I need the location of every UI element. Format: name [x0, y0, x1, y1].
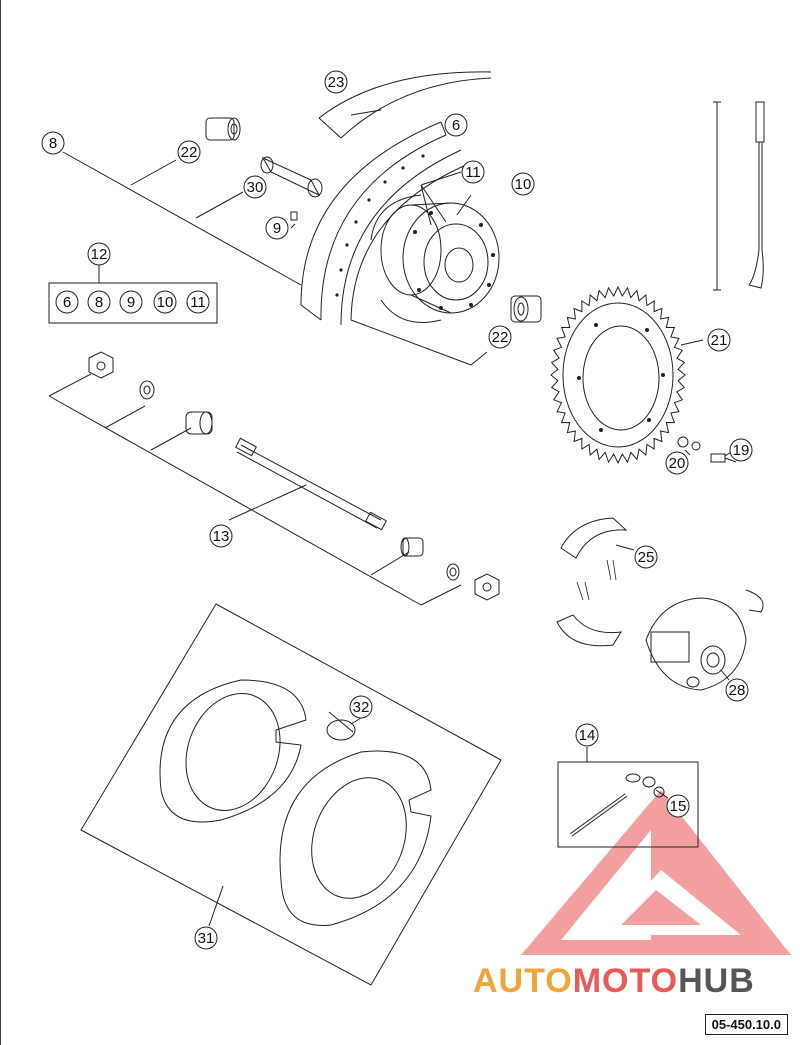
callout-23: 23	[324, 70, 348, 94]
callout-22-top: 22	[177, 140, 201, 164]
spoke-part	[713, 101, 765, 291]
wheel-hub-part	[370, 194, 500, 323]
watermark-moto: MOTO	[572, 962, 679, 1000]
kit-12-item-11: 11	[186, 290, 210, 314]
leader-lines	[62, 109, 732, 927]
callout-6: 6	[444, 113, 468, 137]
svg-text:30: 30	[247, 179, 264, 196]
automotohub-logo-icon	[521, 790, 791, 955]
brake-plate-part	[645, 589, 764, 691]
svg-text:6: 6	[63, 294, 71, 311]
brake-shoes-part	[556, 517, 628, 647]
svg-text:22: 22	[181, 144, 198, 161]
callout-9: 9	[265, 216, 289, 240]
callout-13: 13	[209, 524, 233, 548]
callout-19: 19	[729, 438, 753, 462]
bearing-bottom-part	[510, 295, 542, 323]
spoke-nipple-part	[290, 211, 298, 221]
svg-text:6: 6	[452, 117, 460, 134]
svg-text:9: 9	[273, 220, 281, 237]
svg-text:31: 31	[198, 930, 215, 947]
svg-text:15: 15	[670, 798, 687, 815]
spacer-tube-part	[260, 156, 323, 198]
callout-15: 15	[666, 794, 690, 818]
svg-text:10: 10	[515, 176, 532, 193]
svg-text:14: 14	[579, 727, 596, 744]
rim-part	[300, 121, 467, 326]
kit-12-item-9: 9	[119, 290, 143, 314]
callout-21: 21	[707, 328, 731, 352]
callout-30: 30	[243, 175, 267, 199]
svg-text:21: 21	[711, 332, 728, 349]
kit-12-box	[48, 282, 218, 324]
callout-20: 20	[665, 451, 689, 475]
callout-28: 28	[725, 678, 749, 702]
sprocket-washers-part	[677, 436, 701, 451]
wheel-decal-sheet-part	[80, 603, 502, 986]
watermark-hub: HUB	[678, 962, 755, 1000]
svg-text:22: 22	[492, 329, 509, 346]
kit-12-item-6: 6	[55, 290, 79, 314]
svg-text:13: 13	[213, 528, 230, 545]
callout-31: 31	[194, 926, 218, 950]
chain-kit-part	[557, 761, 699, 848]
svg-text:8: 8	[95, 294, 103, 311]
svg-text:25: 25	[638, 549, 655, 566]
callout-22-bottom: 22	[488, 325, 512, 349]
callout-14: 14	[575, 723, 599, 747]
sprocket-bolt-part	[710, 453, 737, 463]
kit-12-item-10: 10	[153, 290, 177, 314]
rim-tape-part	[318, 71, 492, 139]
callout-10: 10	[511, 172, 535, 196]
svg-text:11: 11	[465, 164, 481, 181]
svg-text:20: 20	[669, 455, 686, 472]
callout-11: 11	[461, 160, 485, 184]
automotohub-watermark: AUTOMOTOHUB	[473, 962, 755, 1001]
svg-text:9: 9	[127, 294, 135, 311]
svg-text:19: 19	[733, 442, 750, 459]
bearing-top-part	[205, 117, 241, 141]
document-number: 05-450.10.0	[704, 1014, 788, 1035]
svg-text:10: 10	[157, 294, 174, 311]
svg-text:8: 8	[49, 135, 57, 152]
kit-12-item-8: 8	[87, 290, 111, 314]
callout-25: 25	[634, 545, 658, 569]
svg-text:32: 32	[353, 699, 370, 716]
svg-text:12: 12	[91, 246, 108, 263]
callout-32: 32	[349, 695, 373, 719]
callout-8: 8	[41, 131, 65, 155]
watermark-auto: AUTO	[473, 962, 573, 1000]
svg-text:23: 23	[328, 74, 345, 91]
callout-12: 12	[87, 242, 111, 266]
sprocket-part	[550, 285, 686, 465]
svg-text:28: 28	[729, 682, 746, 699]
axle-assembly-part	[48, 351, 500, 606]
svg-text:11: 11	[190, 294, 206, 311]
